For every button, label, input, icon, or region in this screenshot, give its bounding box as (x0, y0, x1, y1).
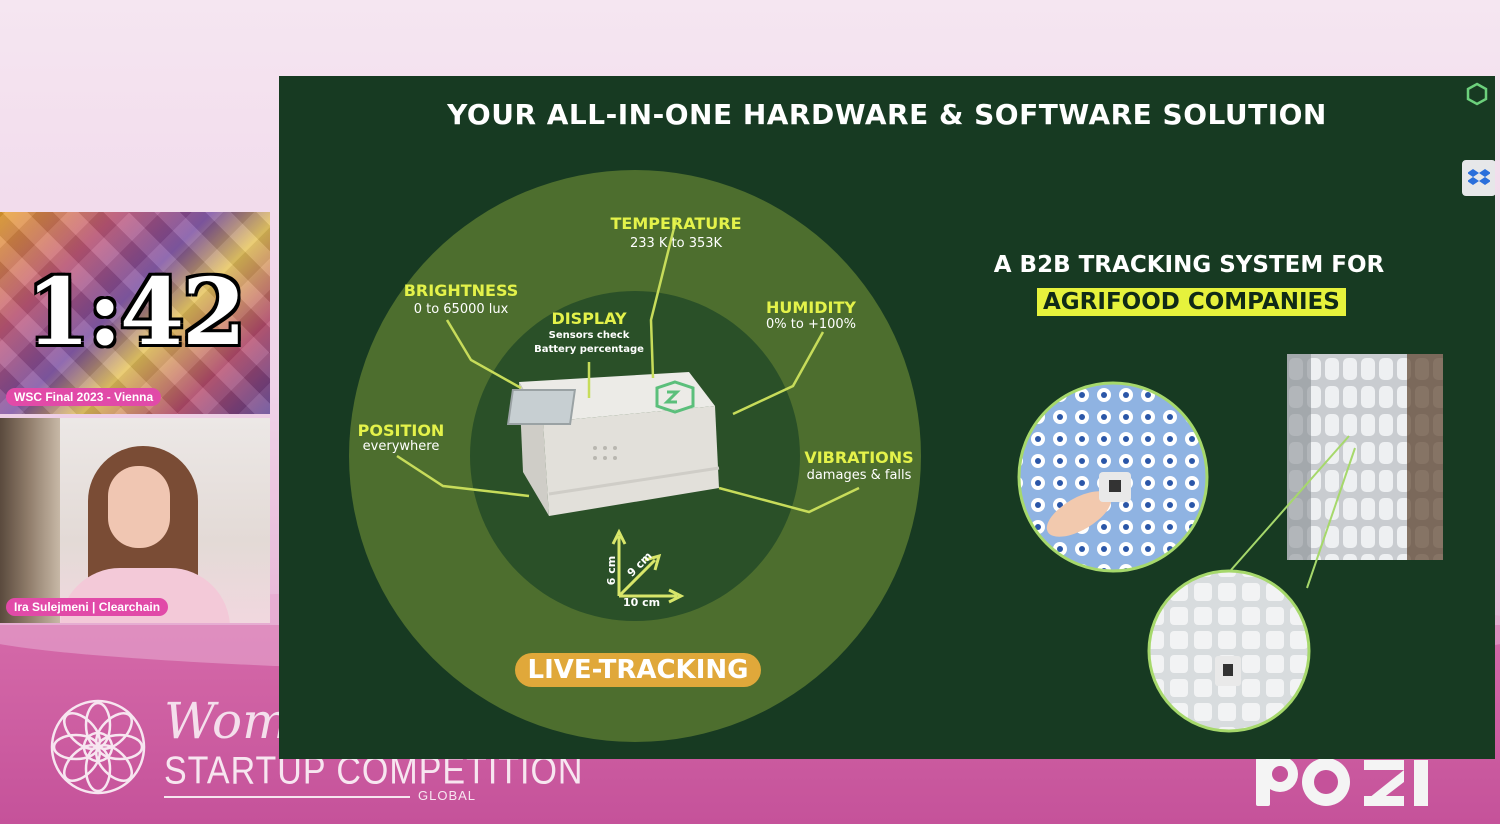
bottles-photo-circle (1017, 381, 1209, 573)
display-label: DISPLAY (551, 309, 627, 328)
partner-logo-icon (1256, 756, 1428, 806)
humidity-label: HUMIDITY (766, 298, 856, 317)
hexagon-logo-icon (1466, 82, 1488, 106)
dimension-arrows (611, 528, 685, 604)
logo-word: Wom (164, 692, 290, 750)
dimension-height: 6 cm (605, 555, 619, 586)
timer-panel (0, 212, 270, 414)
position-label: POSITION (357, 421, 445, 440)
agrifood-highlight: AGRIFOOD COMPANIES (1037, 288, 1346, 316)
presentation-slide: YOUR ALL-IN-ONE HARDWARE & SOFTWARE SOLU… (279, 76, 1495, 759)
event-label: WSC Final 2023 - Vienna (6, 388, 162, 406)
logo-global: GLOBAL (418, 788, 477, 803)
webcam-curtain (0, 418, 60, 623)
speaker-face (108, 466, 170, 548)
callout-lines (396, 219, 860, 514)
brightness-value: 0 to 65000 lux (413, 302, 509, 317)
mandala-logo-icon (50, 699, 146, 795)
display-line1: Sensors check (548, 330, 630, 341)
logo-underline (164, 796, 410, 798)
temperature-label: TEMPERATURE (610, 214, 742, 233)
vibrations-value: damages & falls (806, 468, 912, 483)
brightness-label: BRIGHTNESS (403, 281, 519, 300)
slide-diagram (349, 170, 1443, 742)
photo-connector-lines (1230, 435, 1356, 589)
speaker-label: Ira Sulejmeni | Clearchain (6, 598, 169, 616)
countdown-timer: 1:42 (25, 258, 246, 366)
vibrations-label: VIBRATIONS (804, 448, 914, 467)
b2b-heading: A B2B TRACKING SYSTEM FOR (993, 252, 1385, 278)
display-line2: Battery percentage (534, 344, 644, 355)
warehouse-photo (1287, 354, 1443, 560)
dimension-width: 10 cm (623, 596, 661, 609)
slide-title: YOUR ALL-IN-ONE HARDWARE & SOFTWARE SOLU… (447, 98, 1327, 131)
speaker-webcam (0, 418, 270, 623)
temperature-value: 233 K to 353K (629, 236, 723, 251)
humidity-value: 0% to +100% (766, 317, 856, 332)
position-value: everywhere (362, 439, 440, 454)
live-tracking-badge: LIVE-TRACKING (515, 653, 761, 687)
dropbox-button[interactable] (1462, 160, 1495, 196)
dropbox-icon (1468, 169, 1490, 185)
wrapped-pallet-photo-circle (1147, 569, 1311, 733)
tracker-device-image (506, 372, 720, 516)
